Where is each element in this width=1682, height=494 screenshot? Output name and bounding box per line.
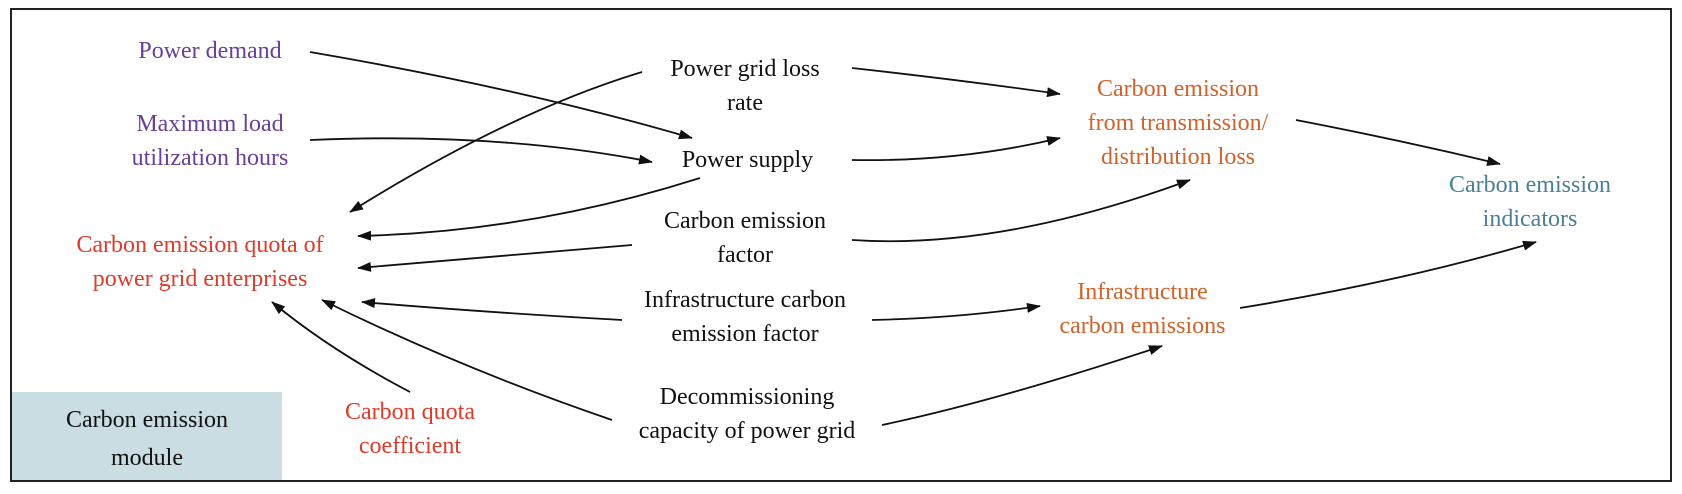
node-infra-carbon-factor: Infrastructure carbon emission factor: [644, 287, 846, 347]
node-grid-loss-rate: Power grid loss rate: [670, 56, 820, 116]
arrow-transmission-loss-to-indicators: [1295, 119, 1501, 166]
arrow-grid-loss-rate-to-transmission-loss: [851, 67, 1061, 98]
node-infra-carbon-emissions: Infrastructure carbon emissions: [1059, 279, 1226, 339]
node-carbon-indicators: Carbon emission indicators: [1449, 172, 1611, 232]
module-box: Carbon emission module: [12, 392, 282, 480]
arrow-grid-loss-rate-to-carbon-quota: [349, 71, 643, 213]
node-carbon-quota: Carbon emission quota of power grid ente…: [76, 232, 324, 292]
diagram-frame: [10, 8, 1672, 482]
arrow-max-load-hours-to-power-supply: [309, 137, 653, 165]
arrow-power-supply-to-carbon-quota: [357, 177, 701, 241]
node-power-demand: Power demand: [138, 38, 282, 64]
module-label: Carbon emission module: [66, 407, 228, 471]
arrow-decommissioning-to-infra-emissions: [881, 345, 1163, 426]
node-power-supply: Power supply: [681, 147, 814, 173]
node-carbon-emission-factor: Carbon emission factor: [664, 208, 826, 268]
arrow-decommissioning-to-carbon-quota: [321, 299, 613, 421]
arrow-emission-factor-to-transmission-loss: [851, 179, 1191, 243]
node-decommissioning-capacity: Decommissioning capacity of power grid: [638, 384, 856, 444]
arrow-infra-emissions-to-indicators: [1239, 240, 1537, 309]
node-carbon-transmission-loss: Carbon emission from transmission/ distr…: [1087, 76, 1269, 170]
arrow-power-supply-to-transmission-loss: [851, 136, 1061, 162]
arrow-infra-factor-to-carbon-quota: [361, 298, 623, 321]
node-max-load-hours: Maximum load utilization hours: [131, 111, 289, 171]
arrow-power-demand-to-power-supply: [309, 51, 693, 140]
node-carbon-quota-coefficient: Carbon quota coefficient: [345, 399, 475, 459]
arrow-quota-coefficient-to-carbon-quota: [271, 301, 411, 393]
arrow-infra-factor-to-infra-emissions: [871, 302, 1041, 321]
arrow-emission-factor-to-carbon-quota: [357, 244, 633, 272]
